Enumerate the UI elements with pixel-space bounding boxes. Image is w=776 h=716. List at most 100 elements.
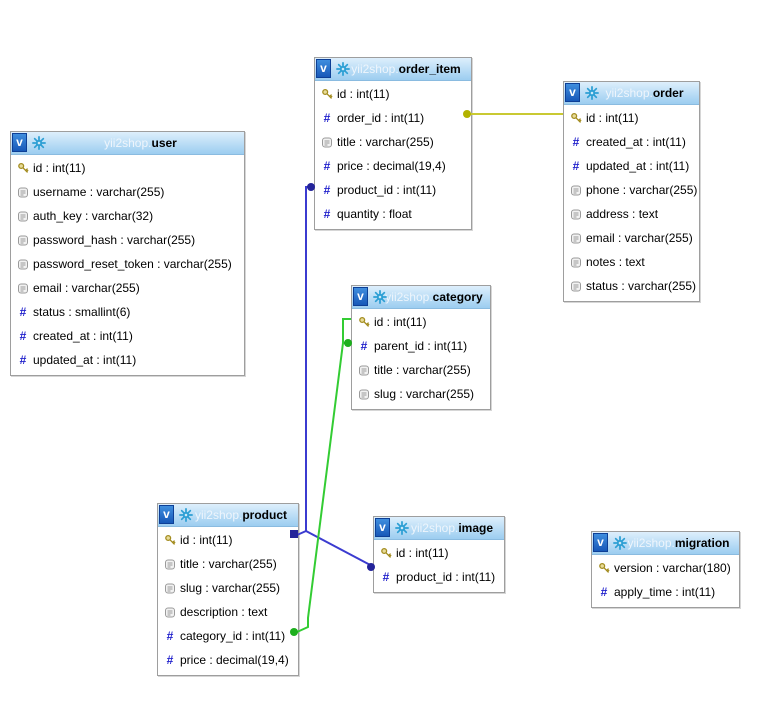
numeric-field-icon: # [572, 134, 580, 149]
field-row-user-email[interactable]: email : varchar(255) [11, 276, 244, 300]
field-label: id : int(11) [396, 546, 449, 560]
field-row-category-id[interactable]: id : int(11) [352, 310, 490, 334]
table-options-gear-icon[interactable] [373, 290, 387, 304]
field-row-image-product_id[interactable]: # product_id : int(11) [374, 565, 504, 589]
text-field-icon [359, 365, 369, 375]
field-row-product-description[interactable]: description : text [158, 600, 298, 624]
field-row-order_item-order_id[interactable]: # order_id : int(11) [315, 106, 471, 130]
field-icon-slot: # [16, 329, 30, 343]
field-icon-slot: # [569, 159, 583, 173]
table-name: image [458, 521, 494, 535]
table-toggle-button[interactable]: v [353, 287, 368, 306]
field-row-product-title[interactable]: title : varchar(255) [158, 552, 298, 576]
table-toggle-button[interactable]: v [375, 518, 390, 537]
field-row-user-created_at[interactable]: # created_at : int(11) [11, 324, 244, 348]
text-field-icon [18, 187, 28, 197]
table-db-prefix: yii2shop. [410, 521, 459, 535]
field-row-category-parent_id[interactable]: # parent_id : int(11) [352, 334, 490, 358]
field-label: title : varchar(255) [180, 557, 277, 571]
field-row-order-status[interactable]: status : varchar(255) [564, 274, 699, 298]
field-row-order-email[interactable]: email : varchar(255) [564, 226, 699, 250]
field-row-user-password_hash[interactable]: password_hash : varchar(255) [11, 228, 244, 252]
field-row-product-price[interactable]: # price : decimal(19,4) [158, 648, 298, 672]
table-header[interactable]: v yii2shop.user [11, 132, 244, 155]
table-header[interactable]: v yii2shop.order_item [315, 58, 471, 81]
field-row-order-created_at[interactable]: # created_at : int(11) [564, 130, 699, 154]
table-migration: v yii2shop.migration ve [591, 531, 740, 608]
table-header[interactable]: v yii2shop.migration [592, 532, 739, 555]
field-icon-slot: # [320, 111, 334, 125]
table-options-gear-icon[interactable] [613, 536, 627, 550]
field-row-order-id[interactable]: id : int(11) [564, 106, 699, 130]
field-row-order_item-title[interactable]: title : varchar(255) [315, 130, 471, 154]
field-row-order-updated_at[interactable]: # updated_at : int(11) [564, 154, 699, 178]
field-row-order_item-product_id[interactable]: # product_id : int(11) [315, 178, 471, 202]
field-row-product-id[interactable]: id : int(11) [158, 528, 298, 552]
field-label: address : text [586, 207, 659, 221]
field-label: updated_at : int(11) [586, 159, 690, 173]
field-row-category-slug[interactable]: slug : varchar(255) [352, 382, 490, 406]
table-toggle-button[interactable]: v [316, 59, 331, 78]
field-row-product-slug[interactable]: slug : varchar(255) [158, 576, 298, 600]
table-name: order [652, 86, 684, 100]
numeric-field-icon: # [323, 158, 331, 173]
field-row-user-id[interactable]: id : int(11) [11, 156, 244, 180]
field-icon-slot [569, 280, 583, 293]
field-row-product-category_id[interactable]: # category_id : int(11) [158, 624, 298, 648]
field-row-migration-version[interactable]: version : varchar(180) [592, 556, 739, 580]
field-label: price : decimal(19,4) [337, 159, 446, 173]
text-field-icon [571, 233, 581, 243]
field-row-order_item-price[interactable]: # price : decimal(19,4) [315, 154, 471, 178]
table-options-gear-icon[interactable] [585, 86, 599, 100]
field-label: password_hash : varchar(255) [33, 233, 196, 247]
table-name: category [432, 290, 483, 304]
field-row-order-phone[interactable]: phone : varchar(255) [564, 178, 699, 202]
field-row-user-updated_at[interactable]: # updated_at : int(11) [11, 348, 244, 372]
field-label: id : int(11) [180, 533, 233, 547]
field-icon-slot [569, 184, 583, 197]
text-field-icon [571, 209, 581, 219]
primary-key-icon [18, 162, 29, 173]
field-icon-slot [320, 88, 334, 101]
field-icon-slot: # [597, 585, 611, 599]
table-toggle-button[interactable]: v [593, 533, 608, 552]
field-icon-slot: # [320, 206, 334, 221]
field-icon-slot [16, 210, 30, 223]
table-image: v yii2shop.image id : i [373, 516, 505, 593]
table-order: v yii2shop.order id : i [563, 81, 700, 302]
table-header[interactable]: v yii2shop.order [564, 82, 699, 105]
field-label: username : varchar(255) [33, 185, 165, 199]
table-title: yii2shop.order_item [325, 62, 460, 76]
field-row-category-title[interactable]: title : varchar(255) [352, 358, 490, 382]
field-row-user-status[interactable]: # status : smallint(6) [11, 300, 244, 324]
field-row-order-address[interactable]: address : text [564, 202, 699, 226]
table-options-gear-icon[interactable] [395, 521, 409, 535]
table-options-gear-icon[interactable] [336, 62, 350, 76]
table-header[interactable]: v yii2shop.product [158, 504, 298, 527]
numeric-field-icon: # [323, 206, 331, 221]
table-toggle-button[interactable]: v [12, 133, 27, 152]
field-label: phone : varchar(255) [586, 183, 698, 197]
field-row-order-notes[interactable]: notes : text [564, 250, 699, 274]
field-row-user-auth_key[interactable]: auth_key : varchar(32) [11, 204, 244, 228]
table-options-gear-icon[interactable] [32, 136, 46, 150]
table-header[interactable]: v yii2shop.image [374, 517, 504, 540]
text-field-icon [18, 235, 28, 245]
table-title: yii2shop.user [78, 136, 177, 150]
field-row-user-username[interactable]: username : varchar(255) [11, 180, 244, 204]
field-label: title : varchar(255) [374, 363, 471, 377]
field-row-order_item-quantity[interactable]: # quantity : float [315, 202, 471, 226]
table-toggle-button[interactable]: v [565, 83, 580, 102]
field-row-user-password_reset_token[interactable]: password_reset_token : varchar(255) [11, 252, 244, 276]
table-toggle-button[interactable]: v [159, 505, 174, 524]
field-icon-slot [357, 388, 371, 401]
table-header[interactable]: v yii2shop.category [352, 286, 490, 309]
table-options-gear-icon[interactable] [179, 508, 193, 522]
field-row-image-id[interactable]: id : int(11) [374, 541, 504, 565]
relation-product-image [305, 530, 375, 571]
field-label: quantity : float [337, 207, 412, 221]
field-label: status : smallint(6) [33, 305, 131, 319]
primary-key-icon [599, 562, 610, 573]
field-row-migration-apply_time[interactable]: # apply_time : int(11) [592, 580, 739, 604]
field-row-order_item-id[interactable]: id : int(11) [315, 82, 471, 106]
